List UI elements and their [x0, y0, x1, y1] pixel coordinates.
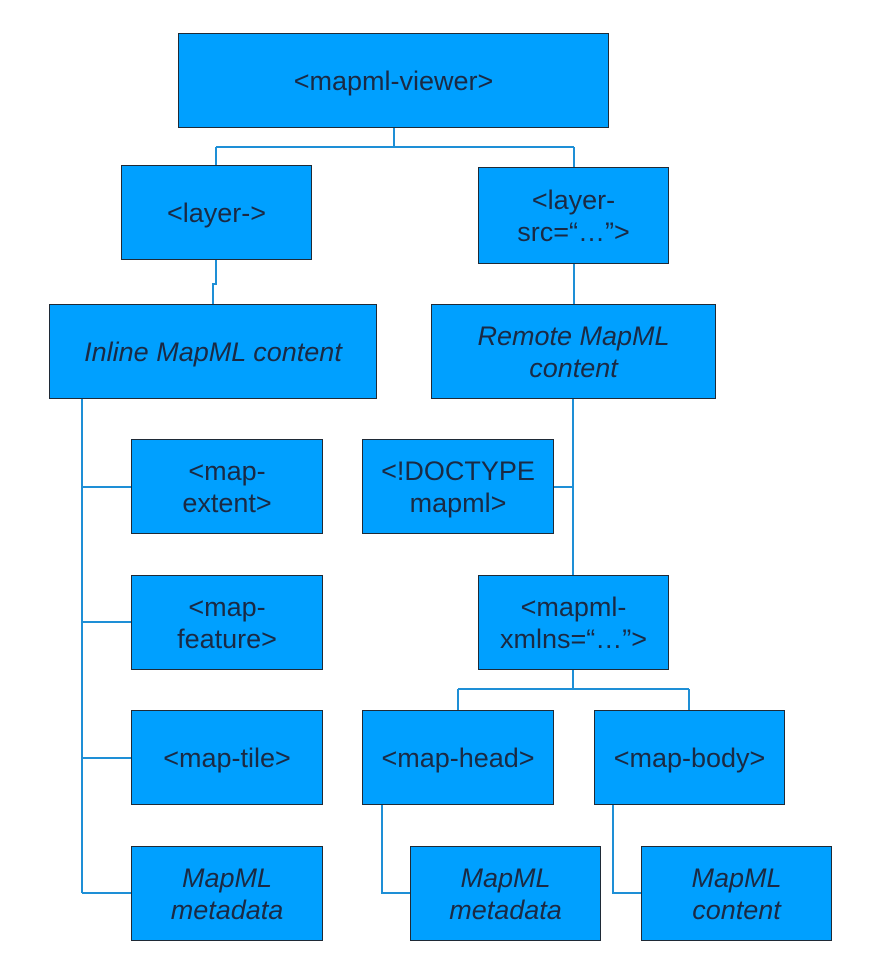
- map-head-label: <map-head>: [381, 742, 535, 773]
- mapml-viewer-label: <mapml-viewer>: [293, 65, 494, 96]
- map-tile-node: <map-tile>: [131, 710, 323, 805]
- connector-layer-to-inline: [212, 260, 217, 304]
- connector-head-to-metadata: [381, 805, 410, 894]
- head-metadata-label-line-2: metadata: [449, 894, 562, 925]
- map-head-node: <map-head>: [362, 710, 554, 805]
- mapml-label-line-1: <mapml-: [520, 591, 627, 622]
- map-extent-label-line-1: <map-: [188, 455, 266, 486]
- map-extent-label-line-2: extent>: [182, 487, 272, 518]
- map-feature-label-line-2: feature>: [177, 623, 277, 654]
- map-extent-label: <map- extent>: [182, 455, 271, 519]
- doctype-label-line-1: <!DOCTYPE: [381, 455, 535, 486]
- remote-label-line-2: content: [529, 352, 618, 383]
- doctype-node: <!DOCTYPE mapml>: [362, 439, 554, 534]
- inline-metadata-label-line-1: MapML: [181, 862, 272, 893]
- inline-metadata-label-line-2: metadata: [170, 894, 284, 925]
- layer-src-node: <layer- src=“…”>: [478, 167, 669, 264]
- map-extent-node: <map- extent>: [131, 439, 323, 534]
- map-tile-label: <map-tile>: [163, 742, 291, 773]
- body-mapml-content-node: MapML content: [641, 846, 832, 941]
- inline-mapml-content-node: Inline MapML content: [49, 304, 377, 399]
- mapml-label: <mapml- xmlns=“…”>: [500, 591, 647, 655]
- remote-mapml-content-node: Remote MapML content: [431, 304, 716, 399]
- layer-node: <layer->: [121, 165, 312, 260]
- head-metadata-label-line-1: MapML: [460, 862, 551, 893]
- mapml-node: <mapml- xmlns=“…”>: [478, 575, 669, 670]
- inline-mapml-content-label: Inline MapML content: [84, 336, 342, 367]
- map-feature-label-line-1: <map-: [188, 591, 266, 622]
- doctype-label: <!DOCTYPE mapml>: [381, 455, 535, 519]
- body-content-label-line-1: MapML: [691, 862, 782, 893]
- mapml-viewer-node: <mapml-viewer>: [178, 33, 609, 128]
- remote-label-line-1: Remote MapML: [477, 320, 670, 351]
- remote-mapml-content-label: Remote MapML content: [477, 320, 669, 384]
- inline-mapml-metadata-label: MapML metadata: [171, 862, 284, 926]
- layer-src-label-line-2: src=“…”>: [517, 216, 630, 247]
- body-mapml-content-label: MapML content: [691, 862, 781, 926]
- map-feature-node: <map- feature>: [131, 575, 323, 670]
- map-feature-label: <map- feature>: [177, 591, 277, 655]
- connector-body-to-content: [612, 805, 641, 894]
- layer-src-label-line-1: <layer-: [531, 184, 616, 215]
- layer-src-label: <layer- src=“…”>: [517, 184, 630, 248]
- inline-mapml-metadata-node: MapML metadata: [131, 846, 323, 941]
- head-mapml-metadata-label: MapML metadata: [449, 862, 562, 926]
- head-mapml-metadata-node: MapML metadata: [410, 846, 601, 941]
- doctype-label-line-2: mapml>: [409, 487, 507, 518]
- layer-label: <layer->: [166, 197, 267, 228]
- body-content-label-line-2: content: [692, 894, 781, 925]
- map-body-label: <map-body>: [613, 742, 766, 773]
- map-body-node: <map-body>: [594, 710, 785, 805]
- mapml-label-line-2: xmlns=“…”>: [499, 623, 648, 654]
